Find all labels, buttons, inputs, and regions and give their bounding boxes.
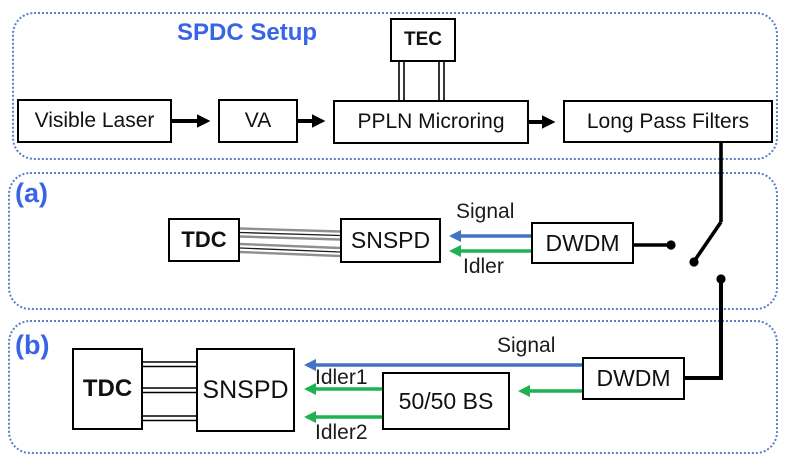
idler2-label: Idler2 (315, 421, 368, 444)
signal-label-b: Signal (497, 334, 556, 357)
dwdm-box-a: DWDM (531, 222, 634, 264)
dwdm-box-b: DWDM (582, 357, 685, 400)
panel-b-label: (b) (15, 330, 50, 360)
tdc-box-a: TDC (168, 218, 240, 262)
panel-a (8, 172, 778, 310)
tec-box: TEC (390, 18, 456, 62)
spdc-setup-panel (12, 12, 778, 160)
panel-b (8, 320, 778, 454)
idler-label-a: Idler (463, 255, 504, 278)
va-box: VA (218, 99, 298, 143)
spdc-setup-title: SPDC Setup (177, 19, 318, 46)
snspd-box-b: SNSPD (196, 348, 295, 432)
tdc-box-b: TDC (72, 348, 143, 430)
signal-label-a: Signal (456, 200, 515, 223)
visible-laser-box: Visible Laser (17, 99, 172, 143)
long-pass-filters-box: Long Pass Filters (563, 100, 773, 143)
panel-a-label: (a) (15, 178, 48, 208)
idler1-label: Idler1 (315, 366, 368, 389)
bs-box: 50/50 BS (382, 372, 510, 430)
snspd-box-a: SNSPD (340, 218, 441, 263)
ppln-microring-box: PPLN Microring (333, 100, 529, 144)
